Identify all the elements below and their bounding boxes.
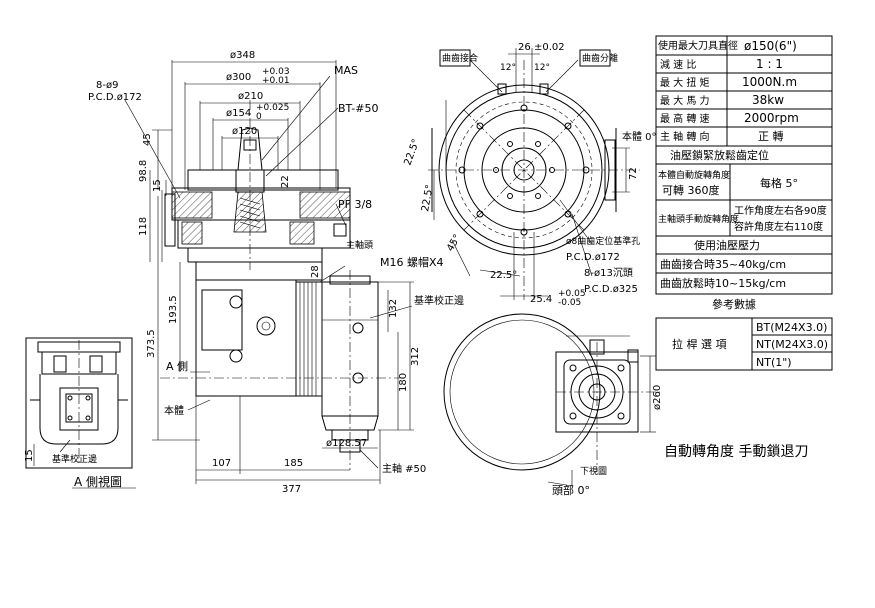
label-main-shaft: 主軸頭 (346, 239, 373, 251)
a-side-view-labels: 15 基準校正邊 A 側視圖 (24, 449, 122, 489)
label-m16: M16 螺帽X4 (380, 256, 444, 269)
reference-label: 拉 桿 選 項 (672, 337, 727, 351)
spec-label-1: 減 速 比 (660, 58, 696, 71)
spec-pressure-title: 使用油壓壓力 (694, 238, 760, 252)
spec-label-0: 使用最大刀具直徑 (658, 39, 738, 52)
dim-15: 15 (152, 179, 163, 192)
dim-d300-tol-up: +0.03 (262, 67, 290, 77)
spec-pressure-2: 曲齒放鬆時10~15kg/cm (660, 276, 786, 290)
dim-pcd-172: P.C.D.ø172 (566, 252, 620, 263)
dim-26: 26 (518, 42, 531, 53)
dim-373-5: 373.5 (146, 329, 157, 358)
label-head-0: 頭部 0° (552, 483, 590, 497)
spec-section-title: 油壓鎖緊放鬆齒定位 (670, 148, 769, 162)
spec-label-2: 最 大 扭 矩 (660, 76, 710, 89)
label-view-bottom: 下視圖 (580, 465, 607, 477)
dim-d210: ø210 (238, 91, 263, 102)
dim-312: 312 (410, 347, 421, 366)
dim-holes-13: 8-ø13沉頭 (584, 266, 633, 279)
spec-value-0: ø150(6") (744, 39, 797, 53)
label-ref-face: 基準校正邊 (414, 294, 464, 307)
spec-value-2: 1000N.m (742, 75, 797, 89)
bottom-view-labels: ø260 下視圖 頭部 0° (552, 385, 663, 497)
dim-d348: ø348 (230, 50, 255, 61)
spec-label-3: 最 大 馬 力 (660, 94, 710, 107)
dim-25-4-tol-dn: -0.05 (558, 298, 581, 308)
dim-d154-tol-dn: 0 (256, 112, 262, 122)
dim-25-4-tol-up: +0.05 (558, 289, 586, 299)
dim-angle-22-5a: 22.5° (402, 138, 422, 167)
top-view (428, 48, 640, 300)
spec-value-4: 2000rpm (744, 111, 799, 125)
spec-value-5: 正 轉 (758, 130, 784, 143)
dim-holes: 8-ø9 (96, 80, 118, 91)
reference-title: 參考數據 (712, 297, 756, 311)
spec-auto-value: 每格 5° (760, 176, 798, 190)
dim-d120: ø120 (232, 126, 257, 137)
dim-d128: ø128.57 (326, 438, 367, 449)
spec-pressure-1: 曲齒接合時35~40kg/cm (660, 257, 786, 271)
dim-25-4: 25.4 (530, 294, 552, 305)
spec-manual-value-2: 容許角度左右110度 (734, 220, 823, 233)
dim-98-8: 98.8 (138, 160, 149, 182)
bottom-view (443, 313, 660, 487)
label-gear-join: 曲齒接合 (442, 52, 478, 64)
front-view-labels: ø348 ø300 +0.03 +0.01 ø210 ø154 +0.025 0… (88, 50, 464, 495)
dim-d154: ø154 (226, 108, 251, 119)
dim-d300-tol-dn: +0.01 (262, 76, 290, 86)
reference-option-0: BT(M24X3.0) (756, 321, 827, 334)
dim-angle-22-5c: 22.5° (490, 270, 517, 281)
dim-180: 180 (398, 373, 409, 392)
dim-d154-tol-up: +0.025 (256, 103, 289, 113)
dim-pcd: P.C.D.ø172 (88, 92, 142, 103)
label-ref-hole: ø8曲齒定位基準孔 (566, 235, 640, 247)
label-mas: MAS (334, 64, 358, 77)
label-body-0: 本體 0° (622, 130, 657, 143)
dim-tol-002: ±0.02 (534, 42, 565, 53)
dim-28: 28 (310, 265, 321, 278)
spec-auto-label-2: 可轉 360度 (662, 183, 720, 197)
dim-angle-22-5b: 22.5° (420, 184, 436, 213)
spec-manual-label: 主軸頭手動旋轉角度 (658, 213, 739, 225)
spec-table: 使用最大刀具直徑 ø150(6") 減 速 比 1 : 1 最 大 扭 矩 10… (655, 35, 833, 295)
label-spindle: 主軸 #50 (382, 462, 426, 475)
label-gear-sep: 曲齒分離 (582, 52, 618, 64)
dim-22: 22 (280, 175, 291, 188)
spec-label-4: 最 高 轉 速 (660, 112, 710, 125)
label-bt50: BT-#50 (338, 102, 378, 115)
dim-107: 107 (212, 458, 231, 469)
dim-pcd-325: P.C.D.ø325 (584, 284, 638, 295)
label-side-ref-face: 基準校正邊 (52, 453, 97, 465)
front-section-view (124, 60, 414, 484)
label-body: 本體 (164, 404, 184, 417)
label-a-side: A 側 (166, 360, 188, 373)
dim-angle-45: 45° (445, 233, 463, 254)
reference-option-1: NT(M24X3.0) (756, 338, 828, 351)
dim-d300: ø300 (226, 72, 251, 83)
dim-angle-12a: 12° (500, 63, 516, 73)
side-view-title: A 側視圖 (74, 474, 122, 489)
dim-72: 72 (628, 167, 639, 180)
reference-option-2: NT(1") (756, 356, 792, 369)
reference-table: 參考數據 拉 桿 選 項 BT(M24X3.0) NT(M24X3.0) NT(… (655, 297, 833, 371)
spec-manual-value-1: 工作角度左右各90度 (734, 204, 827, 217)
dim-185: 185 (284, 458, 303, 469)
dim-193-5: 193.5 (168, 295, 179, 324)
dim-377: 377 (282, 484, 301, 495)
dim-d260: ø260 (652, 385, 663, 410)
a-side-view (25, 337, 136, 489)
drawing-caption: 自動轉角度 手動鎖退刀 (664, 444, 808, 460)
dim-angle-12b: 12° (534, 63, 550, 73)
spec-auto-label-1: 本體自動旋轉角度 (658, 169, 730, 181)
dim-side-15: 15 (24, 449, 35, 462)
label-pf: PF 3/8 (338, 198, 372, 211)
spec-value-1: 1 : 1 (756, 57, 783, 71)
dim-118: 118 (138, 217, 149, 236)
spec-value-3: 38kw (752, 93, 784, 107)
dim-45: 45 (142, 133, 153, 146)
dim-132: 132 (388, 299, 399, 318)
spec-label-5: 主 軸 轉 向 (660, 130, 710, 143)
